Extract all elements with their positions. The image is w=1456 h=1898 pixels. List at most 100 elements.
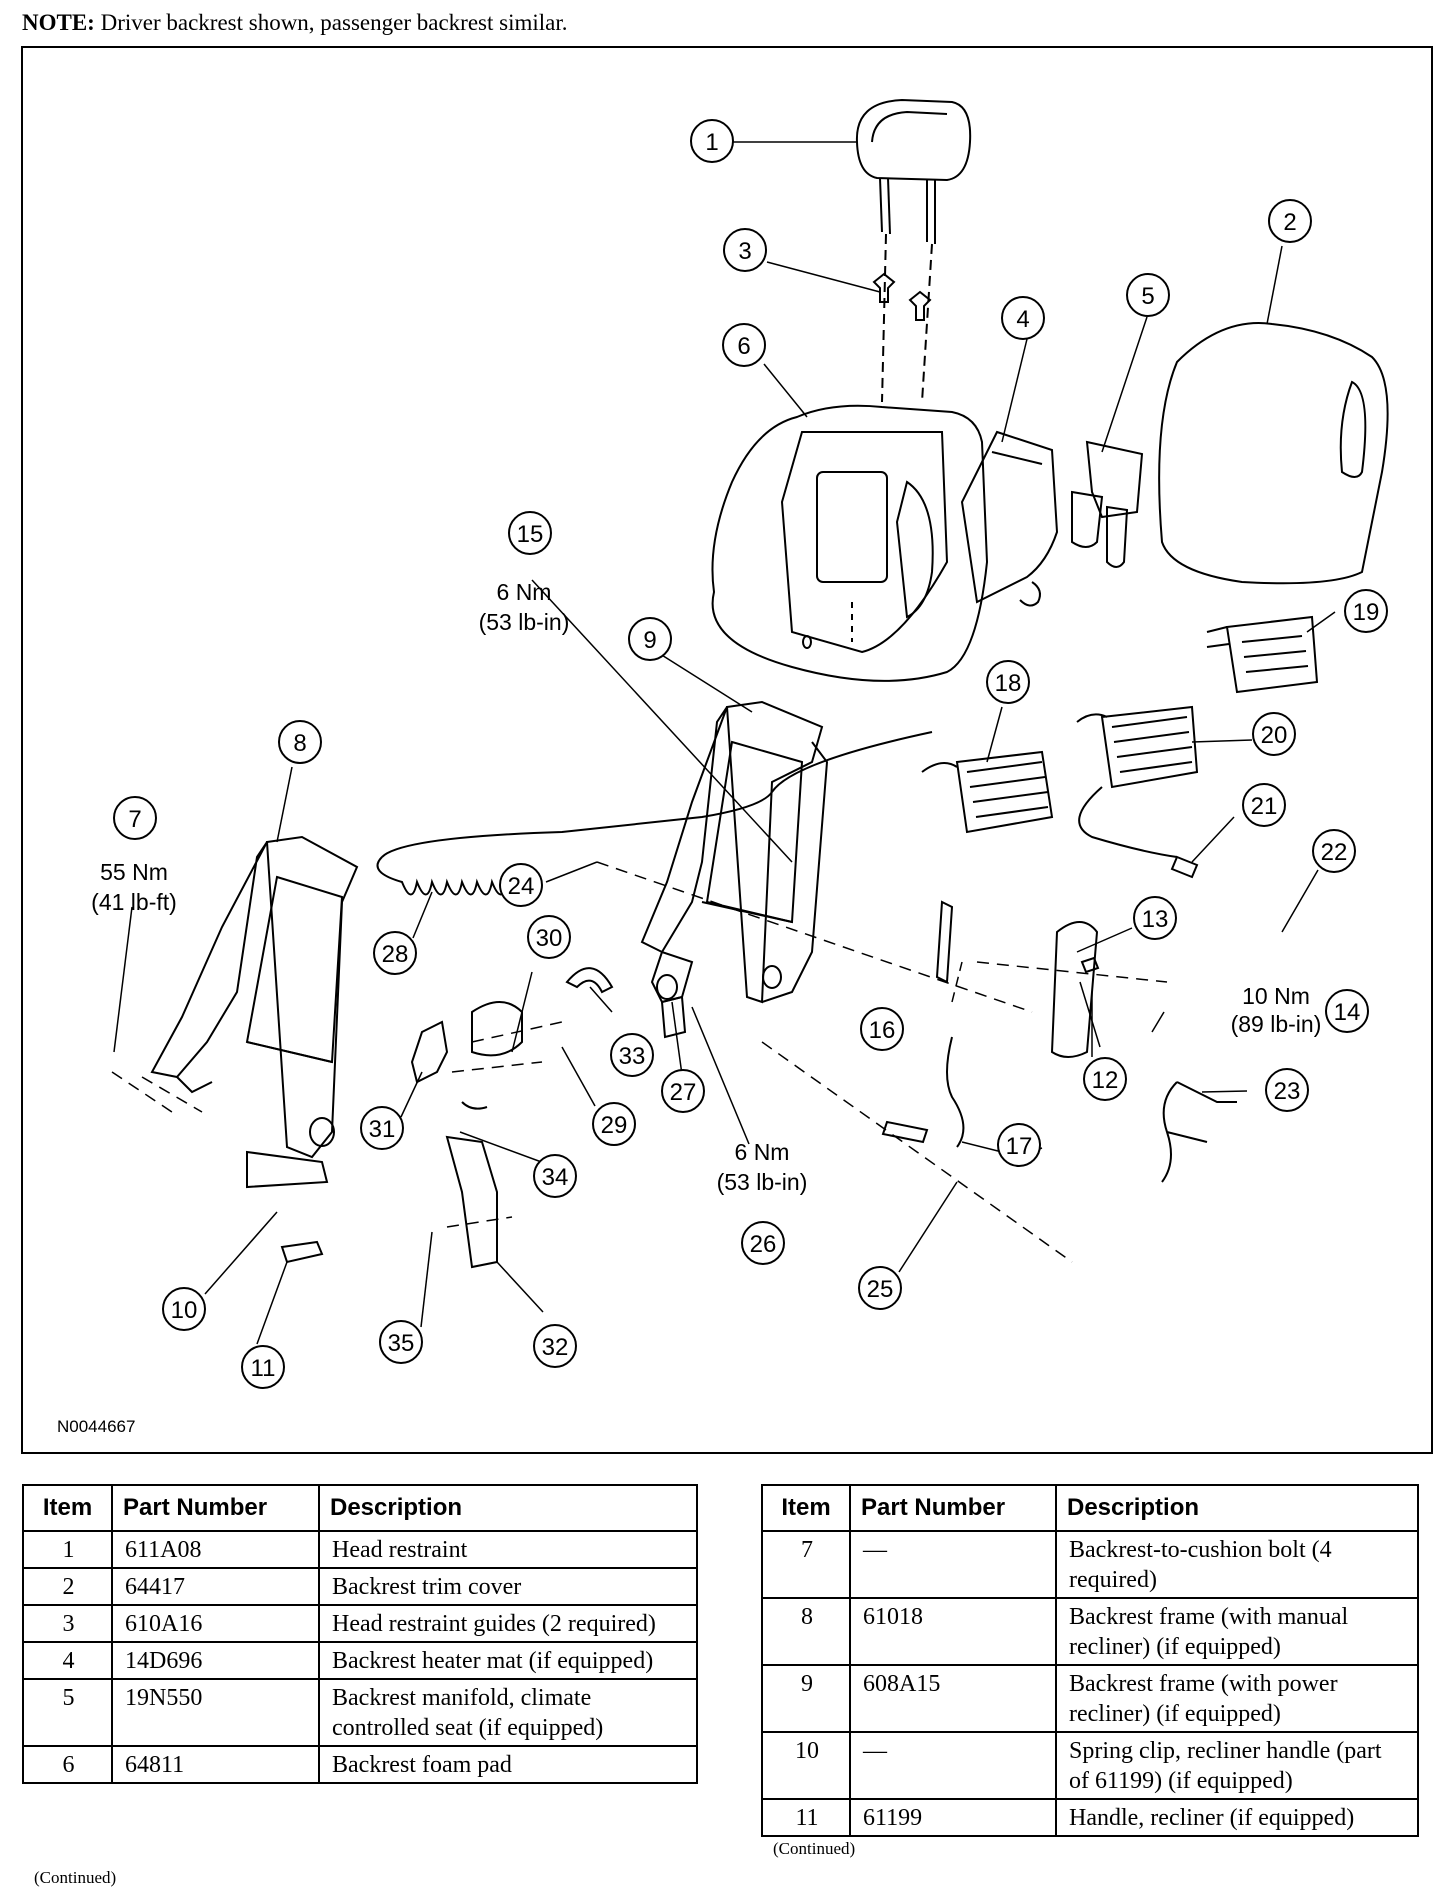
callout-24: 24 bbox=[508, 873, 535, 900]
callout-1: 1 bbox=[705, 129, 718, 156]
torque-26-lb: (53 lb-in) bbox=[717, 1169, 808, 1195]
description-cell: Backrest frame (with power recliner) (if… bbox=[1055, 1664, 1419, 1733]
callout-2: 2 bbox=[1283, 209, 1296, 236]
description-cell: Backrest-to-cushion bolt (4 required) bbox=[1055, 1530, 1419, 1599]
torque-14-nm: 10 Nm bbox=[1242, 983, 1310, 1009]
trim-cover-drawing bbox=[1158, 322, 1389, 585]
part-number-cell: 64811 bbox=[111, 1745, 320, 1784]
callout-19: 19 bbox=[1353, 599, 1380, 626]
header-description: Description bbox=[318, 1484, 698, 1532]
callout-33: 33 bbox=[619, 1043, 646, 1070]
exploded-view-drawing: 1 2 3 4 5 6 7 8 9 10 11 12 13 14 15 16 1… bbox=[57, 98, 1389, 1436]
callout-34: 34 bbox=[542, 1164, 569, 1191]
callout-5: 5 bbox=[1141, 283, 1154, 310]
callout-32: 32 bbox=[542, 1334, 569, 1361]
table-row: 10—Spring clip, recliner handle (part of… bbox=[761, 1731, 1419, 1800]
callout-21: 21 bbox=[1251, 793, 1278, 820]
callout-20: 20 bbox=[1261, 722, 1288, 749]
part-number-cell: — bbox=[849, 1731, 1057, 1800]
parts-table-right: Item Part Number Description 7—Backrest-… bbox=[761, 1484, 1419, 1837]
callout-31: 31 bbox=[369, 1116, 396, 1143]
callout-11: 11 bbox=[251, 1355, 276, 1382]
figure-id: N0044667 bbox=[57, 1417, 135, 1436]
header-part-number: Part Number bbox=[111, 1484, 320, 1532]
part-number-cell: 611A08 bbox=[111, 1530, 320, 1569]
callout-23: 23 bbox=[1274, 1078, 1301, 1105]
table-header-row: Item Part Number Description bbox=[22, 1484, 698, 1532]
item-cell: 4 bbox=[22, 1641, 113, 1680]
callout-27: 27 bbox=[670, 1079, 697, 1106]
callout-18: 18 bbox=[995, 670, 1022, 697]
item-cell: 3 bbox=[22, 1604, 113, 1643]
callout-6: 6 bbox=[737, 333, 750, 360]
note-label: NOTE: bbox=[22, 10, 95, 35]
item-cell: 2 bbox=[22, 1567, 113, 1606]
continued-note-left: (Continued) bbox=[34, 1868, 117, 1887]
callout-12: 12 bbox=[1092, 1067, 1119, 1094]
exploded-view-figure: 1 2 3 4 5 6 7 8 9 10 11 12 13 14 15 16 1… bbox=[21, 46, 1433, 1454]
part-number-cell: 64417 bbox=[111, 1567, 320, 1606]
manifold-drawing bbox=[1071, 440, 1144, 568]
callout-35: 35 bbox=[388, 1330, 415, 1357]
torque-15-lb: (53 lb-in) bbox=[479, 609, 570, 635]
backrest-frame-9-drawing bbox=[640, 700, 829, 1004]
heater-mat-drawing bbox=[960, 430, 1059, 607]
callout-14: 14 bbox=[1334, 999, 1361, 1026]
item-cell: 10 bbox=[761, 1731, 851, 1800]
part-number-cell: 14D696 bbox=[111, 1641, 320, 1680]
note-line: NOTE: Driver backrest shown, passenger b… bbox=[22, 10, 567, 36]
lumbar-assembly-20-drawing bbox=[1076, 705, 1199, 858]
description-cell: Handle, recliner (if equipped) bbox=[1055, 1798, 1419, 1837]
callout-15: 15 bbox=[517, 521, 544, 548]
callout-7: 7 bbox=[128, 806, 141, 833]
description-cell: Head restraint guides (2 required) bbox=[318, 1604, 698, 1643]
torque-7-lb: (41 lb-ft) bbox=[91, 889, 177, 915]
callout-25: 25 bbox=[867, 1276, 894, 1303]
part-number-cell: — bbox=[849, 1530, 1057, 1599]
callout-10: 10 bbox=[171, 1297, 198, 1324]
header-description: Description bbox=[1055, 1484, 1419, 1532]
item-cell: 11 bbox=[761, 1798, 851, 1837]
item-cell: 6 bbox=[22, 1745, 113, 1784]
callout-circles bbox=[113, 119, 1388, 1389]
table-row: 7—Backrest-to-cushion bolt (4 required) bbox=[761, 1530, 1419, 1599]
header-part-number: Part Number bbox=[849, 1484, 1057, 1532]
head-restraint-drawing bbox=[855, 98, 972, 403]
description-cell: Backrest trim cover bbox=[318, 1567, 698, 1606]
torque-14-lb: (89 lb-in) bbox=[1231, 1011, 1322, 1037]
callout-13: 13 bbox=[1142, 906, 1169, 933]
callout-3: 3 bbox=[738, 238, 751, 265]
callout-26: 26 bbox=[750, 1231, 777, 1258]
torque-7-nm: 55 Nm bbox=[100, 859, 168, 885]
callout-8: 8 bbox=[293, 730, 306, 757]
callout-4: 4 bbox=[1016, 306, 1029, 333]
torque-labels: 6 Nm (53 lb-in) 55 Nm (41 lb-ft) 6 Nm (5… bbox=[91, 579, 1321, 1195]
torque-15-nm: 6 Nm bbox=[497, 579, 552, 605]
item-cell: 8 bbox=[761, 1597, 851, 1666]
part-number-cell: 19N550 bbox=[111, 1678, 320, 1747]
part-number-cell: 61199 bbox=[849, 1798, 1057, 1837]
callout-labels: 1 2 3 4 5 6 7 8 9 10 11 12 13 14 15 16 1… bbox=[128, 129, 1379, 1382]
backrest-frame-8-drawing bbox=[150, 835, 359, 1189]
wire-harness-28-drawing bbox=[376, 731, 933, 896]
torque-26-nm: 6 Nm bbox=[735, 1139, 790, 1165]
item-cell: 9 bbox=[761, 1664, 851, 1733]
description-cell: Backrest frame (with manual recliner) (i… bbox=[1055, 1597, 1419, 1666]
foam-pad-drawing bbox=[711, 404, 989, 682]
callout-29: 29 bbox=[601, 1112, 628, 1139]
part-number-cell: 61018 bbox=[849, 1597, 1057, 1666]
description-cell: Backrest manifold, climate controlled se… bbox=[318, 1678, 698, 1747]
callout-16: 16 bbox=[869, 1017, 896, 1044]
description-cell: Backrest foam pad bbox=[318, 1745, 698, 1784]
lumbar-pad-19-drawing bbox=[1206, 615, 1319, 694]
